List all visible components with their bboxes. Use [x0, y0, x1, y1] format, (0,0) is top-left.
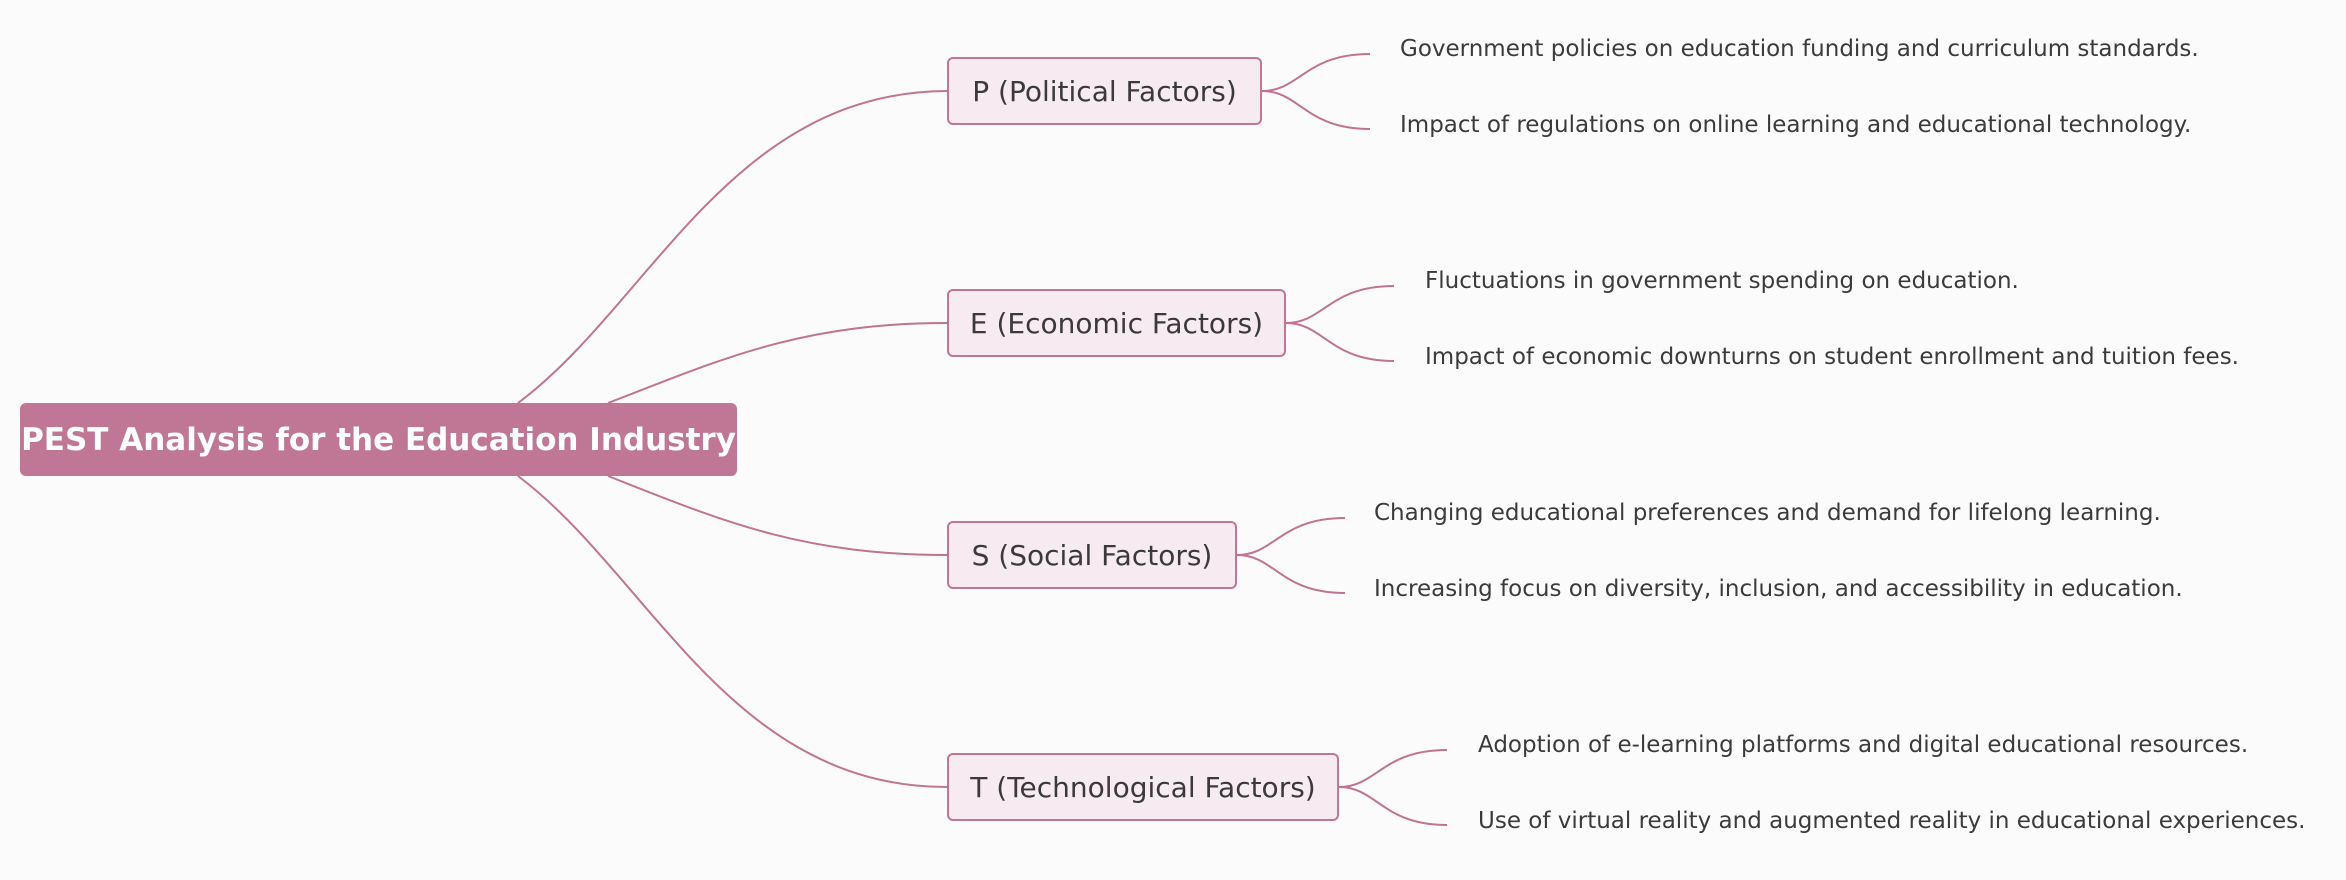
- connector-root-social: [607, 475, 948, 556]
- connector-root-political: [517, 90, 948, 404]
- leaf-social-2: Increasing focus on diversity, inclusion…: [1374, 576, 2183, 602]
- leaf-technological-2: Use of virtual reality and augmented rea…: [1478, 808, 2306, 834]
- connector-social-leaf-2: [1236, 554, 1346, 594]
- connector-root-economic: [607, 322, 948, 404]
- connector-technological-leaf-2: [1338, 786, 1448, 826]
- branch-label: T (Technological Factors): [970, 770, 1316, 804]
- branch-social: S (Social Factors): [947, 521, 1237, 589]
- branch-political: P (Political Factors): [947, 57, 1262, 125]
- connector-social-leaf-1: [1236, 517, 1346, 556]
- leaf-technological-1: Adoption of e-learning platforms and dig…: [1478, 732, 2249, 758]
- connector-economic-leaf-1: [1285, 285, 1395, 324]
- connector-root-technological: [517, 475, 948, 788]
- connector-political-leaf-2: [1261, 90, 1371, 130]
- root-node: PEST Analysis for the Education Industry: [20, 403, 737, 476]
- leaf-economic-2: Impact of economic downturns on student …: [1425, 344, 2239, 370]
- branch-economic: E (Economic Factors): [947, 289, 1286, 357]
- branch-technological: T (Technological Factors): [947, 753, 1339, 821]
- connector-economic-leaf-2: [1285, 322, 1395, 362]
- branch-label: P (Political Factors): [972, 74, 1237, 108]
- connector-technological-leaf-1: [1338, 749, 1448, 788]
- root-title: PEST Analysis for the Education Industry: [21, 421, 736, 458]
- leaf-political-1: Government policies on education funding…: [1400, 36, 2199, 62]
- leaf-political-2: Impact of regulations on online learning…: [1400, 112, 2192, 138]
- branch-label: E (Economic Factors): [969, 306, 1264, 340]
- branch-label: S (Social Factors): [971, 538, 1213, 572]
- leaf-economic-1: Fluctuations in government spending on e…: [1425, 268, 2019, 294]
- leaf-social-1: Changing educational preferences and dem…: [1374, 500, 2161, 526]
- connector-political-leaf-1: [1261, 53, 1371, 92]
